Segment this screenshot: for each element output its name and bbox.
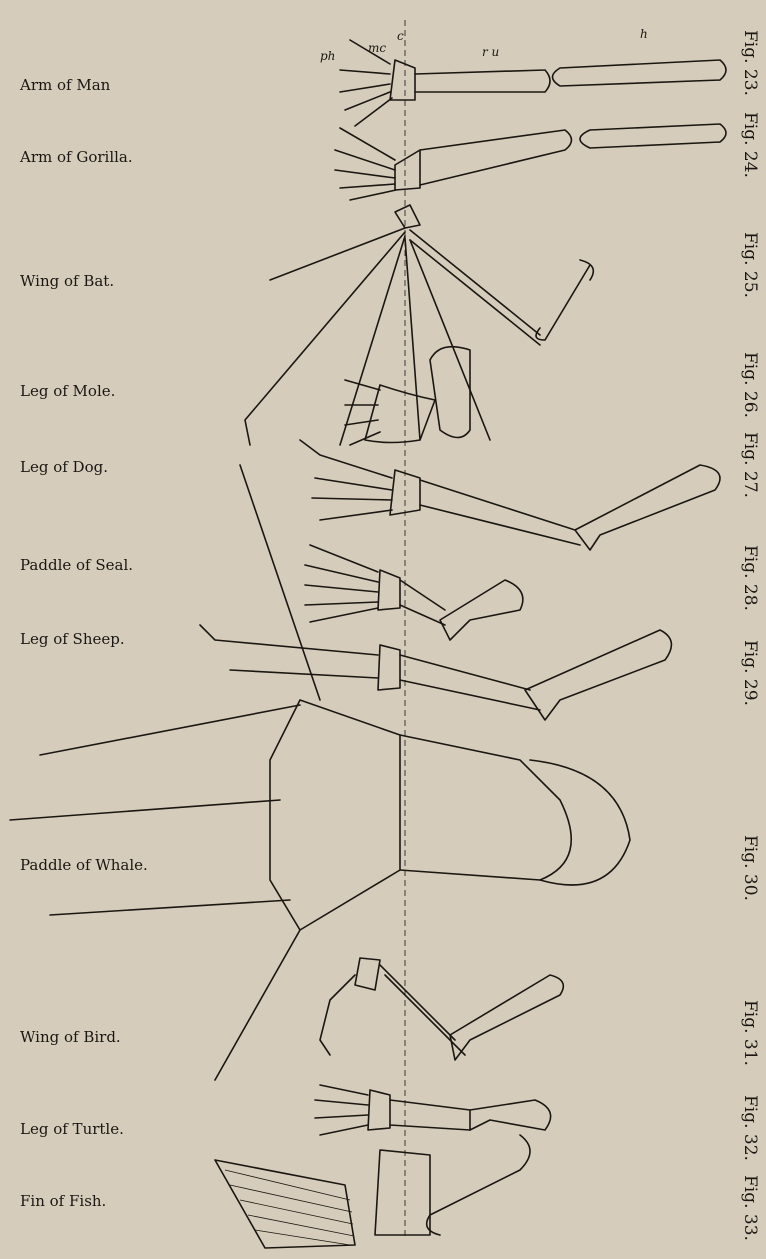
arm-of-man-drawing	[340, 40, 726, 126]
paddle-of-whale-drawing	[10, 465, 630, 1080]
ann-ru: r u	[482, 45, 499, 59]
bone-annotations: h r u c mc ph	[320, 27, 648, 63]
ann-c: c	[397, 29, 404, 43]
fin-of-fish-drawing	[215, 1135, 530, 1248]
ann-h: h	[640, 27, 648, 41]
wing-of-bird-drawing	[320, 958, 563, 1060]
ann-ph: ph	[320, 49, 335, 63]
paddle-of-seal-drawing	[305, 545, 523, 640]
leg-of-sheep-drawing	[200, 625, 671, 720]
arm-of-gorilla-drawing	[335, 124, 726, 200]
leg-of-mole-drawing	[345, 347, 470, 445]
ann-mc: mc	[368, 41, 386, 55]
leg-of-turtle-drawing	[315, 1085, 551, 1135]
wing-of-bat-drawing	[245, 205, 593, 445]
leg-of-dog-drawing	[300, 440, 720, 550]
